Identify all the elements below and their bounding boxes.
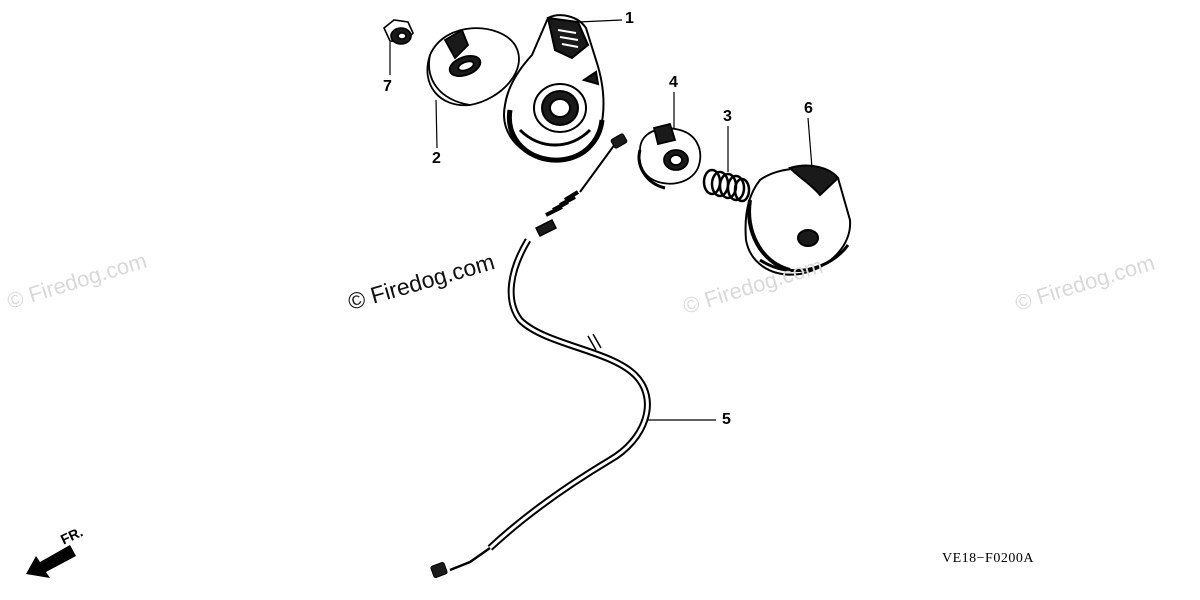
- part-1-housing: [503, 14, 605, 163]
- part-3-spring: [702, 168, 751, 203]
- callout-5: 5: [722, 411, 731, 428]
- part-4-cam: [637, 122, 702, 190]
- callout-7: 7: [383, 78, 392, 95]
- part-7-nut: [383, 19, 414, 45]
- part-5-cable: [430, 133, 651, 578]
- callout-4: 4: [669, 74, 678, 91]
- callout-1: 1: [625, 10, 634, 27]
- callout-3: 3: [723, 108, 732, 125]
- part-2-plate: [426, 27, 520, 107]
- callout-2: 2: [432, 150, 441, 167]
- diagram-code: VE18−F0200A: [942, 551, 1034, 566]
- part-6-cover: [744, 164, 852, 276]
- front-arrow-icon: [26, 545, 76, 578]
- leader-lines: [389, 19, 813, 421]
- callout-6: 6: [804, 100, 813, 117]
